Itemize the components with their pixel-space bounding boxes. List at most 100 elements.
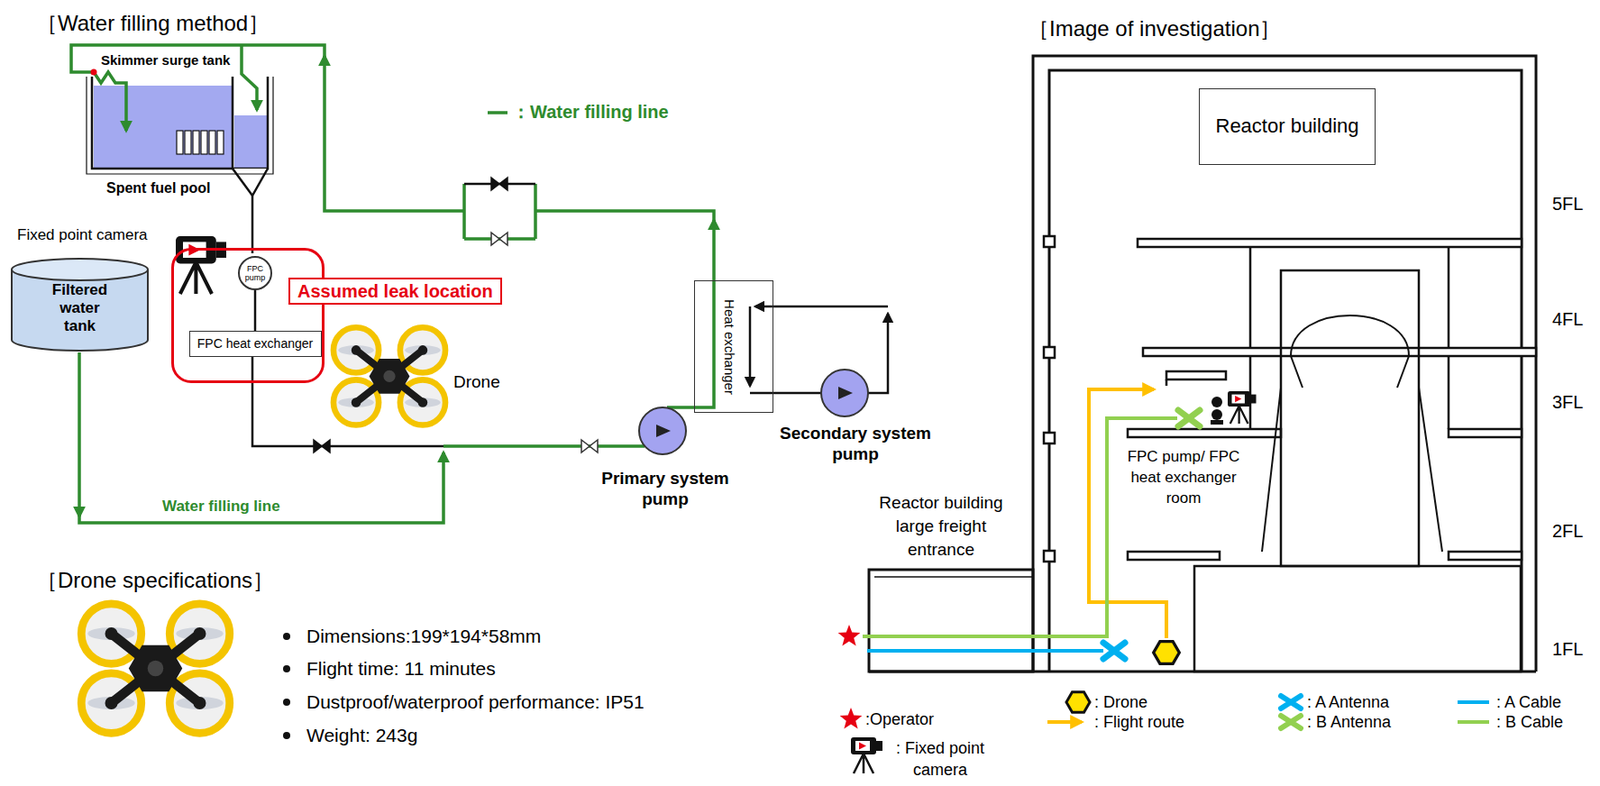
spent-fuel-pool	[217, 130, 224, 155]
diagram-label: ［Water filling method］	[36, 10, 270, 37]
bullet-dot	[283, 731, 291, 740]
diagram-label: 1FL	[1552, 638, 1583, 660]
legend-hexagon	[1066, 692, 1090, 714]
secondary-pump-symbol	[821, 369, 869, 417]
diagram-label: Water filling line	[162, 497, 281, 516]
legend-text: : B Cable	[1496, 712, 1564, 732]
building-structure	[1043, 432, 1055, 444]
diagram-label: Weight: 243g	[306, 723, 418, 747]
water-filling-line	[667, 219, 714, 408]
diagram-label: Skimmer surge tank	[100, 52, 230, 69]
primary-pump-symbol	[639, 407, 686, 455]
building-structure	[1043, 550, 1055, 562]
water-filling-line	[464, 183, 536, 239]
pump-icon	[1211, 396, 1223, 408]
legend-star	[840, 707, 863, 730]
region-heading: Assumed leak location	[288, 277, 503, 305]
secondary-pump-symbol	[838, 386, 853, 400]
building-outline	[868, 55, 1536, 672]
bullet-dot	[283, 632, 291, 640]
building-outline	[868, 569, 1034, 672]
valve-closed	[313, 439, 330, 453]
water-filling-line	[79, 452, 444, 523]
water-filling-line	[77, 352, 82, 517]
node-text: FPC heat exchanger	[197, 336, 313, 352]
spent-fuel-pool	[232, 168, 268, 196]
spent-fuel-pool	[176, 130, 224, 155]
b-antenna	[1178, 410, 1200, 427]
spent-fuel-pool	[91, 76, 268, 169]
spent-fuel-pool	[86, 76, 274, 174]
legend-text: : Flight route	[1094, 712, 1185, 732]
primary-pump-symbol	[639, 407, 686, 455]
legend-text: : Drone	[1094, 692, 1148, 713]
legend-text: ：Water filling line	[512, 100, 669, 123]
secondary-pump-symbol	[821, 369, 869, 417]
process-box: FPC heat exchanger	[189, 330, 322, 357]
water-filling-line	[443, 444, 645, 448]
bullet-dot	[283, 632, 291, 740]
pump-icon	[1211, 409, 1223, 421]
a-cable	[867, 649, 1104, 653]
water-filling-line	[324, 55, 465, 211]
secondary-loop	[749, 392, 822, 395]
valve-closed	[491, 177, 508, 191]
camera-icon	[1227, 391, 1257, 424]
legend-text: : B Antenna	[1307, 712, 1391, 732]
bullet-dot	[283, 698, 291, 706]
building-structure	[1448, 429, 1522, 438]
building-structure	[1127, 429, 1281, 438]
building-outline	[874, 576, 1034, 578]
diagram-label: Dimensions:199*194*58mm	[306, 624, 541, 648]
water-filling-line	[71, 45, 325, 131]
building-structure	[1261, 387, 1443, 552]
building-outline	[1049, 70, 1522, 672]
tank-shape	[11, 269, 148, 351]
node-text: FPC pump	[240, 264, 270, 283]
spent-fuel-pool	[184, 130, 192, 155]
camera-icon	[175, 236, 227, 294]
diagram-label: 5FL	[1552, 192, 1583, 215]
building-structure	[1448, 551, 1522, 560]
node-text: Reactor building	[1216, 114, 1360, 138]
red-dot	[91, 69, 98, 76]
legend-a-antenna	[1280, 695, 1301, 709]
spent-fuel-pool	[234, 115, 268, 169]
bullet-dot	[283, 665, 291, 673]
pump-icon	[1210, 396, 1224, 425]
legend-camera	[850, 737, 883, 774]
diagram-label: ［Drone specifications］	[36, 567, 275, 595]
water-filling-line	[71, 45, 714, 523]
legend-b-antenna	[1280, 715, 1301, 729]
legend-text: : A Cable	[1496, 692, 1562, 713]
pipe-connector	[254, 290, 257, 331]
tank-shape	[11, 258, 148, 281]
drone-hexagon	[1153, 641, 1180, 665]
legend-text: : Fixed point camera	[886, 737, 994, 781]
diagram-label: FPC pump/ FPC heat exchanger room	[1124, 446, 1243, 509]
pump-circle: FPC pump	[237, 256, 273, 291]
spent-fuel-pool	[209, 130, 216, 155]
spent-fuel-pool	[192, 130, 200, 155]
drone-picture	[81, 603, 230, 734]
a-antenna	[1103, 642, 1125, 659]
node-text: Heat exchanger	[721, 299, 738, 395]
diagram-label: Primary system pump	[597, 468, 733, 511]
spent-fuel-pool	[176, 130, 183, 155]
diagram-label: Reactor building large freight entrance	[864, 491, 1018, 562]
valve-open	[581, 439, 598, 453]
water-filling-line	[487, 110, 508, 115]
building-structure	[1165, 379, 1169, 386]
flight-route	[1088, 389, 1167, 639]
secondary-loop	[749, 306, 752, 386]
diagram-label: Spent fuel pool	[106, 179, 211, 197]
secondary-loop	[755, 305, 888, 309]
pump-icon	[1210, 420, 1224, 425]
building-structure	[1043, 236, 1536, 672]
legend-b-cable	[1457, 720, 1490, 724]
diagram-label: Flight time: 11 minutes	[306, 657, 496, 680]
diagram-label: 3FL	[1552, 391, 1583, 413]
diagram-label: Secondary system pump	[774, 423, 937, 466]
building-structure	[1280, 270, 1419, 567]
